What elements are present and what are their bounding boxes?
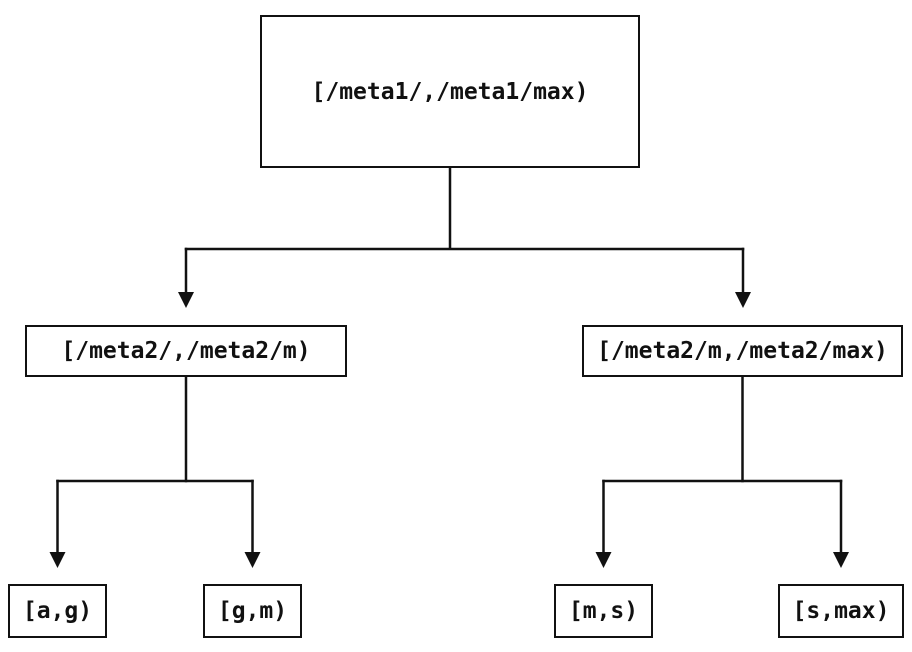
node-leaf-m-s: [m,s) bbox=[554, 584, 653, 638]
node-meta2-upper-range: [/meta2/m,/meta2/max) bbox=[582, 325, 903, 377]
node-leaf-s-max-label: [s,max) bbox=[792, 598, 890, 624]
node-leaf-a-g: [a,g) bbox=[8, 584, 107, 638]
arrowhead-leaf-ms-icon bbox=[595, 552, 612, 568]
node-meta1-range: [/meta1/,/meta1/max) bbox=[260, 15, 640, 168]
node-leaf-g-m-label: [g,m) bbox=[217, 598, 288, 624]
arrowhead-left-node-icon bbox=[178, 292, 194, 308]
node-leaf-m-s-label: [m,s) bbox=[568, 598, 639, 624]
arrowhead-leaf-gm-icon bbox=[244, 552, 261, 568]
node-meta2-lower-range: [/meta2/,/meta2/m) bbox=[25, 325, 347, 377]
node-leaf-g-m: [g,m) bbox=[203, 584, 302, 638]
node-meta2-lower-range-label: [/meta2/,/meta2/m) bbox=[61, 338, 311, 364]
arrowhead-leaf-ag-icon bbox=[49, 552, 66, 568]
node-leaf-a-g-label: [a,g) bbox=[22, 598, 93, 624]
node-leaf-s-max: [s,max) bbox=[778, 584, 904, 638]
node-meta2-upper-range-label: [/meta2/m,/meta2/max) bbox=[597, 338, 888, 364]
arrowhead-leaf-smax-icon bbox=[833, 552, 849, 568]
arrowhead-right-node-icon bbox=[735, 292, 751, 308]
node-meta1-range-label: [/meta1/,/meta1/max) bbox=[311, 78, 589, 105]
